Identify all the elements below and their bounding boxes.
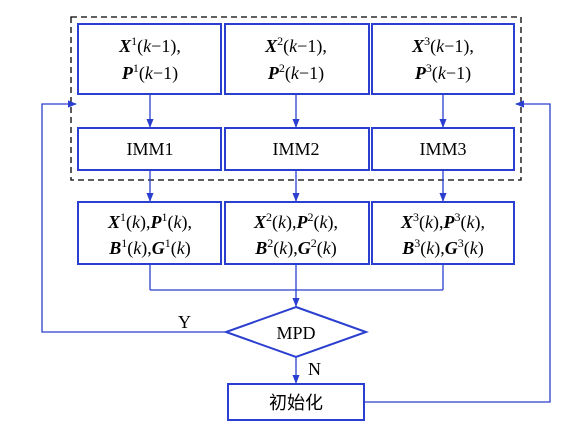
init-label: 初始化 <box>269 393 323 413</box>
imm-box-2 <box>224 127 370 171</box>
output-line1-2: X2(k),P2(k), <box>253 210 338 233</box>
output-box-2 <box>224 201 370 265</box>
imm-label-1: IMM1 <box>126 139 173 159</box>
output-line1-3: X3(k),P3(k), <box>400 210 485 233</box>
init-box <box>227 383 365 421</box>
prior-state-line1-3: X3(k−1), <box>411 34 474 57</box>
no-label: N <box>308 359 321 379</box>
filter-bank-dashed-group <box>70 16 522 181</box>
prior-state-line2-2: P2(k−1) <box>267 61 324 84</box>
prior-state-box-2 <box>224 23 370 95</box>
output-box-3 <box>371 201 515 265</box>
yes-feedback-line <box>41 100 226 333</box>
prior-state-line1-1: X1(k−1), <box>118 34 181 57</box>
prior-state-line2-1: P1(k−1) <box>121 61 178 84</box>
prior-state-line1-2: X2(k−1), <box>264 34 327 57</box>
imm-label-2: IMM2 <box>272 139 319 159</box>
output-line2-1: B1(k),G1(k) <box>108 236 191 259</box>
output-line1-1: X1(k),P1(k), <box>107 210 192 233</box>
output-line2-2: B2(k),G2(k) <box>254 236 337 259</box>
prior-state-box-3 <box>371 23 515 95</box>
mpd-decision-diamond <box>223 305 369 359</box>
mpd-label: MPD <box>276 323 315 343</box>
prior-state-box-1 <box>77 23 222 95</box>
init-feedback-line <box>364 100 551 403</box>
prior-state-line2-3: P3(k−1) <box>414 61 471 84</box>
yes-label: Y <box>178 312 191 332</box>
imm-label-3: IMM3 <box>419 139 466 159</box>
output-line2-3: B3(k),G3(k) <box>401 236 484 259</box>
